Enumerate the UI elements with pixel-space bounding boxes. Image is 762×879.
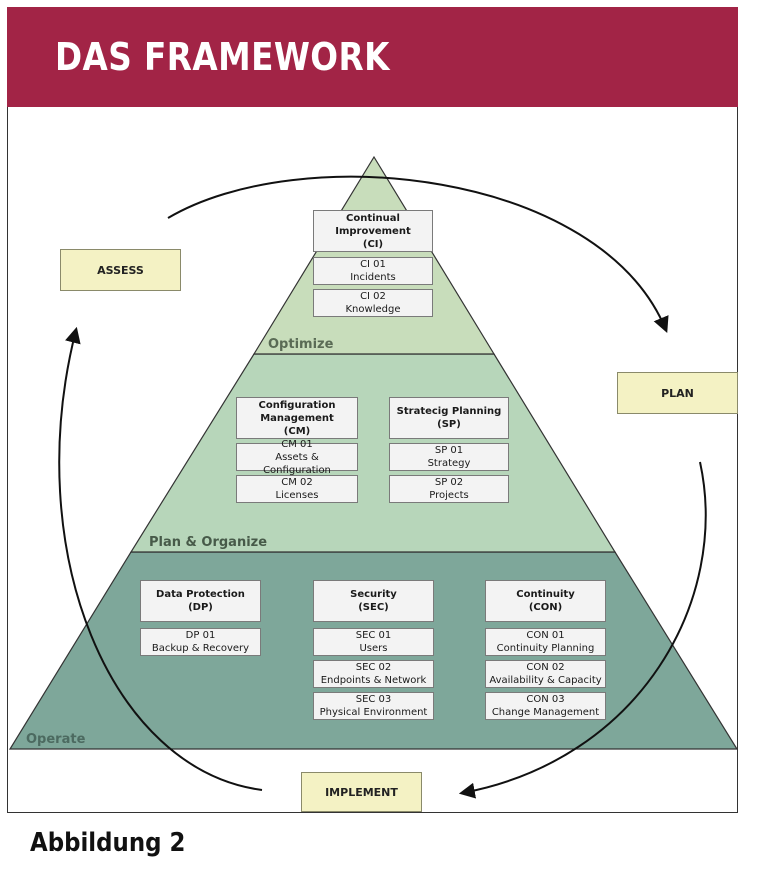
level-label-operate: Operate bbox=[26, 732, 86, 747]
level-label-plan-organize: Plan & Organize bbox=[149, 535, 268, 550]
arrow-plan-to-implement bbox=[458, 461, 707, 799]
phase-assess: ASSESS bbox=[60, 249, 181, 291]
arrow-implement-to-assess bbox=[58, 326, 263, 791]
phase-plan: PLAN bbox=[617, 372, 738, 414]
level-label-optimize: Optimize bbox=[268, 337, 334, 352]
cm-title-box: Configuration Management (CM) bbox=[236, 397, 358, 439]
figure-caption: Abbildung 2 bbox=[30, 828, 186, 858]
ci-title-box: Continual Improvement (CI) bbox=[313, 210, 433, 252]
header-banner: DAS FRAMEWORK bbox=[7, 7, 738, 107]
arrow-assess-to-plan bbox=[167, 175, 669, 333]
phase-implement: IMPLEMENT bbox=[301, 772, 422, 812]
dp-title-box: Data Protection (DP) bbox=[140, 580, 261, 622]
level-optimize-shape bbox=[252, 155, 496, 355]
sec-title-box: Security (SEC) bbox=[313, 580, 434, 622]
sp-title-box: Stratecig Planning (SP) bbox=[389, 397, 509, 439]
con-title-box: Continuity (CON) bbox=[485, 580, 606, 622]
level-plan-organize-shape bbox=[129, 353, 617, 553]
page-title: DAS FRAMEWORK bbox=[55, 35, 390, 79]
